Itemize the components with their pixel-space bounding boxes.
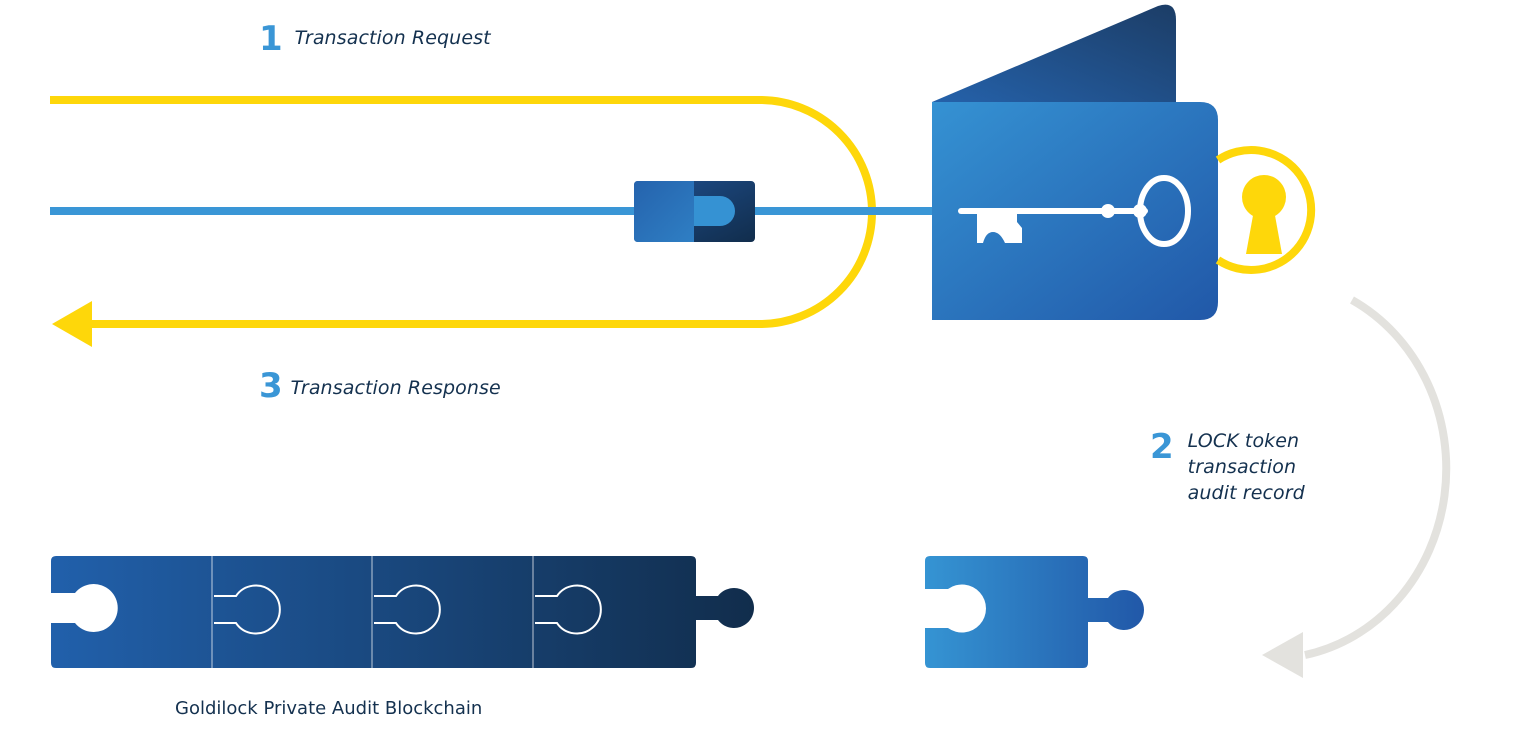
step-number: 2 <box>1150 427 1174 467</box>
step-3-label: 3 Transaction Response <box>259 369 501 403</box>
step-number: 1 <box>259 19 283 59</box>
curved-arrow-icon <box>1262 296 1451 678</box>
new-block-icon <box>925 556 1144 668</box>
blockchain-caption: Goldilock Private Audit Blockchain <box>175 698 483 719</box>
key-icon <box>958 175 1191 247</box>
keyhole-icon <box>1215 146 1316 274</box>
blockchain-chain <box>51 556 754 668</box>
step-text: Transaction Response <box>290 377 501 399</box>
connector-plug-icon <box>634 181 755 242</box>
step-text: Transaction Request <box>294 27 491 49</box>
puzzle-block-icon <box>51 556 754 668</box>
step-1-label: 1 Transaction Request <box>259 22 491 56</box>
step-text: LOCK token transaction audit record <box>1188 428 1368 506</box>
wallet-icon <box>932 4 1218 320</box>
step-2-label: 2 LOCK token transaction audit record <box>1150 430 1368 506</box>
step-text-line: transaction <box>1187 456 1297 478</box>
step-text-line: audit record <box>1187 482 1305 504</box>
arrow-left-icon <box>52 301 92 347</box>
step-number: 3 <box>259 366 283 406</box>
step-text-line: LOCK token <box>1187 430 1300 452</box>
